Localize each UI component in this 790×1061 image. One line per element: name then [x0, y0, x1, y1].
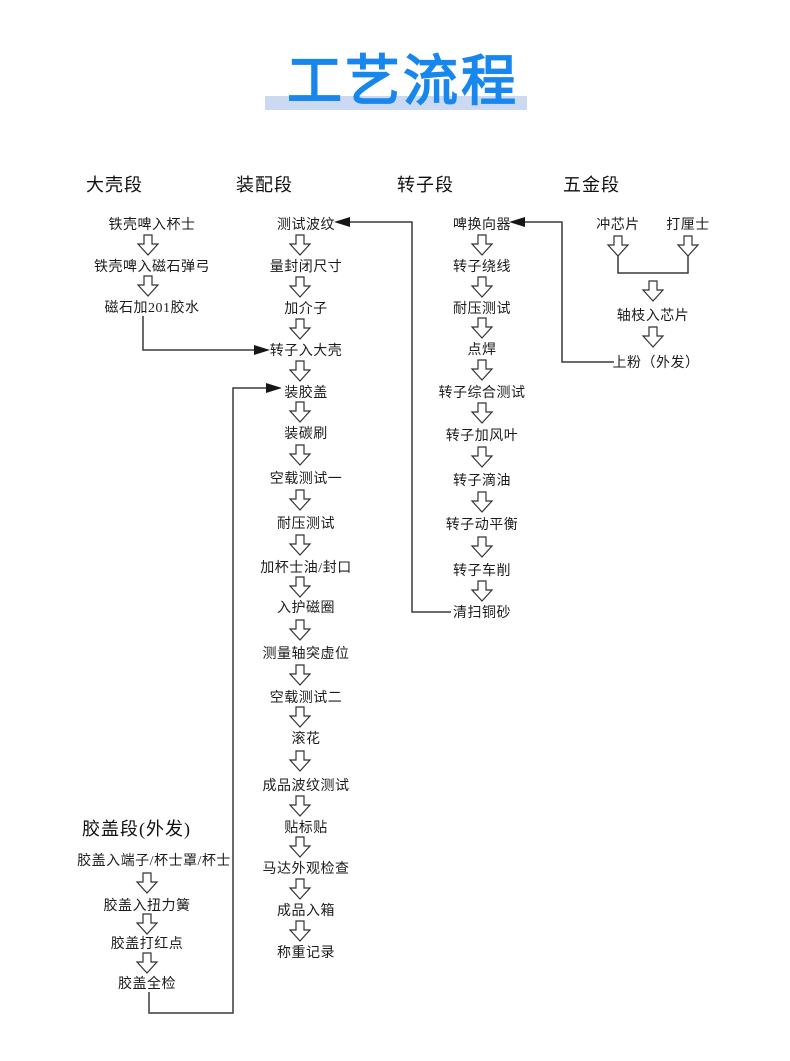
down-block-arrow-icon [641, 280, 665, 302]
down-block-arrow-icon [288, 706, 312, 728]
down-block-arrow-icon [135, 913, 159, 935]
down-block-arrow-icon [288, 664, 312, 686]
flow-node-shell-1: 铁壳啤入磁石弹弓 [94, 260, 210, 275]
flow-node-assembly-3: 转子入大壳 [269, 344, 343, 359]
connector-line-glue-to-rotor-into-shell [142, 316, 254, 351]
flow-node-rotor-8: 转子车削 [453, 564, 511, 579]
down-block-arrow-icon [136, 234, 160, 256]
down-block-arrow-icon [288, 534, 312, 556]
flow-node-assembly-16: 成品入箱 [277, 904, 335, 919]
flow-node-assembly-2: 加介子 [284, 302, 328, 317]
down-block-arrow-icon [288, 836, 312, 858]
down-block-arrow-icon [470, 536, 494, 558]
section-header-caps: 胶盖段(外发) [82, 819, 191, 839]
arrowhead-right-icon [254, 345, 270, 355]
flow-node-assembly-7: 耐压测试 [277, 517, 335, 532]
down-block-arrow-icon [288, 878, 312, 900]
down-block-arrow-icon [135, 952, 159, 974]
down-block-arrow-icon [135, 872, 159, 894]
flow-node-assembly-8: 加杯士油/封口 [260, 561, 352, 576]
connector-line-powder-to-commutator [525, 221, 614, 363]
flow-node-assembly-13: 成品波纹测试 [262, 779, 350, 794]
flow-node-rotor-0: 啤换向器 [453, 218, 511, 233]
arrowhead-left-icon [334, 217, 350, 227]
flow-node-rotor-2: 耐压测试 [453, 302, 511, 317]
down-block-arrow-icon [470, 446, 494, 468]
flow-node-assembly-1: 量封闭尺寸 [269, 260, 343, 275]
down-block-arrow-icon [676, 235, 700, 257]
down-block-arrow-icon [288, 619, 312, 641]
flow-node-rotor-7: 转子动平衡 [445, 518, 519, 533]
down-block-arrow-icon [470, 580, 494, 602]
flow-node-hardware-3: 上粉（外发） [612, 356, 700, 371]
flow-node-assembly-10: 测量轴突虚位 [262, 647, 350, 662]
flow-node-assembly-14: 贴标贴 [284, 821, 328, 836]
section-header-rotor: 转子段 [397, 175, 454, 195]
flow-node-hardware-2: 轴枝入芯片 [616, 309, 690, 324]
down-block-arrow-icon [470, 491, 494, 513]
flow-node-assembly-11: 空载测试二 [269, 691, 343, 706]
down-block-arrow-icon [136, 275, 160, 297]
flow-node-shell-0: 铁壳啤入杯士 [108, 218, 196, 233]
down-block-arrow-icon [288, 318, 312, 340]
down-block-arrow-icon [288, 276, 312, 298]
down-block-arrow-icon [470, 359, 494, 381]
flow-node-rotor-3: 点焊 [467, 343, 497, 358]
title-underline [265, 96, 527, 110]
down-block-arrow-icon [288, 360, 312, 382]
flow-node-assembly-15: 马达外观检查 [262, 862, 350, 877]
down-block-arrow-icon [288, 576, 312, 598]
down-block-arrow-icon [470, 402, 494, 424]
flow-node-assembly-12: 滚花 [291, 732, 321, 747]
flow-node-rotor-5: 转子加风叶 [445, 429, 519, 444]
down-block-arrow-icon [288, 750, 312, 772]
flow-node-assembly-4: 装胶盖 [284, 386, 328, 401]
flow-node-shell-2: 磁石加201胶水 [104, 301, 200, 316]
section-header-shell: 大壳段 [86, 175, 143, 195]
flow-node-caps-0: 胶盖入端子/杯士罩/杯士 [77, 854, 231, 869]
flow-node-caps-1: 胶盖入扭力簧 [103, 899, 191, 914]
flow-node-assembly-5: 装碳刷 [284, 427, 328, 442]
down-block-arrow-icon [288, 401, 312, 423]
down-block-arrow-icon [470, 276, 494, 298]
flow-node-assembly-17: 称重记录 [277, 946, 335, 961]
arrowhead-right-icon [266, 383, 282, 393]
section-header-hardware: 五金段 [563, 175, 620, 195]
flow-node-hardware-1: 打厘士 [666, 218, 710, 233]
down-block-arrow-icon [288, 444, 312, 466]
flow-node-rotor-1: 转子绕线 [453, 260, 511, 275]
flow-node-rotor-6: 转子滴油 [453, 474, 511, 489]
down-block-arrow-icon [288, 795, 312, 817]
down-block-arrow-icon [288, 920, 312, 942]
arrowhead-left-icon [509, 217, 525, 227]
connector-line-cap-check-to-mount-cap [148, 387, 266, 1014]
down-block-arrow-icon [470, 317, 494, 339]
down-block-arrow-icon [470, 234, 494, 256]
flow-node-rotor-9: 清扫铜砂 [453, 606, 511, 621]
section-header-assembly: 装配段 [236, 175, 293, 195]
flow-node-assembly-0: 测试波纹 [277, 218, 335, 233]
flow-node-assembly-9: 入护磁圈 [277, 601, 335, 616]
down-block-arrow-icon [288, 234, 312, 256]
connector-line-clean-sand-to-test-ripple [350, 221, 451, 613]
down-block-arrow-icon [641, 326, 665, 348]
connector-line-hardware-merge-bracket [617, 256, 689, 274]
flow-node-caps-3: 胶盖全检 [118, 977, 176, 992]
page-title: 工艺流程 [286, 50, 520, 112]
flow-node-rotor-4: 转子综合测试 [438, 386, 526, 401]
flow-node-caps-2: 胶盖打红点 [110, 937, 184, 952]
flow-node-hardware-0: 冲芯片 [596, 218, 640, 233]
down-block-arrow-icon [606, 235, 630, 257]
down-block-arrow-icon [288, 489, 312, 511]
flow-node-assembly-6: 空载测试一 [269, 472, 343, 487]
